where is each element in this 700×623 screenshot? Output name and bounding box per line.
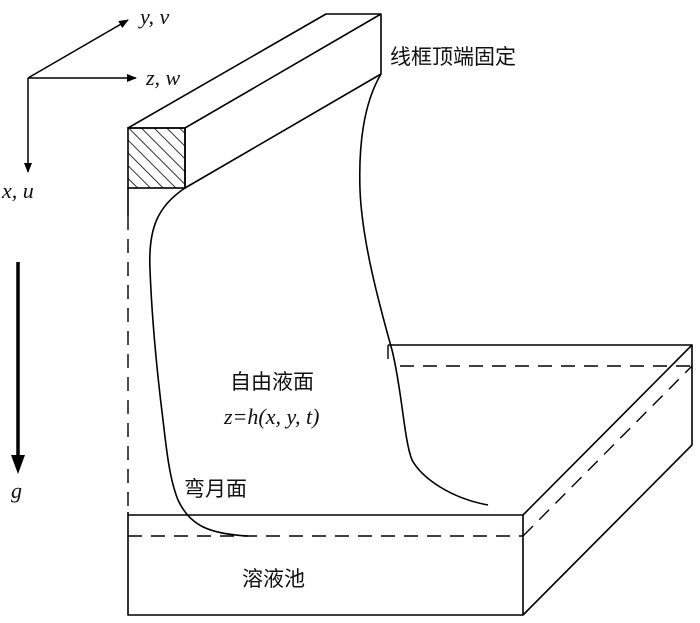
coordinate-axes: y, v z, w x, u	[1, 4, 181, 203]
liquid-level-right	[522, 365, 693, 537]
label-frame-top-fixed: 线框顶端固定	[390, 45, 516, 69]
bath-right-face	[522, 345, 693, 616]
gravity-arrowhead	[11, 455, 25, 474]
gravity-label: g	[11, 478, 22, 503]
film-right-edge	[358, 73, 489, 506]
label-solution-bath: 溶液池	[242, 567, 305, 591]
film-left-edge	[148, 187, 249, 537]
label-meniscus: 弯月面	[184, 477, 247, 501]
solution-bath	[127, 344, 693, 616]
bath-front-face	[127, 515, 524, 616]
bath-top-face	[128, 344, 693, 516]
y-axis-arrow	[27, 19, 129, 79]
gravity-indicator: g	[11, 262, 25, 503]
x-axis-label: x, u	[1, 178, 34, 203]
label-free-surface: 自由液面	[230, 370, 314, 394]
liquid-film	[148, 73, 489, 537]
z-axis-label: z, w	[145, 65, 181, 90]
frame-cross-section	[127, 127, 186, 189]
y-axis-label: y, v	[138, 4, 170, 29]
label-surface-equation: z=h(x, y, t)	[223, 404, 320, 429]
